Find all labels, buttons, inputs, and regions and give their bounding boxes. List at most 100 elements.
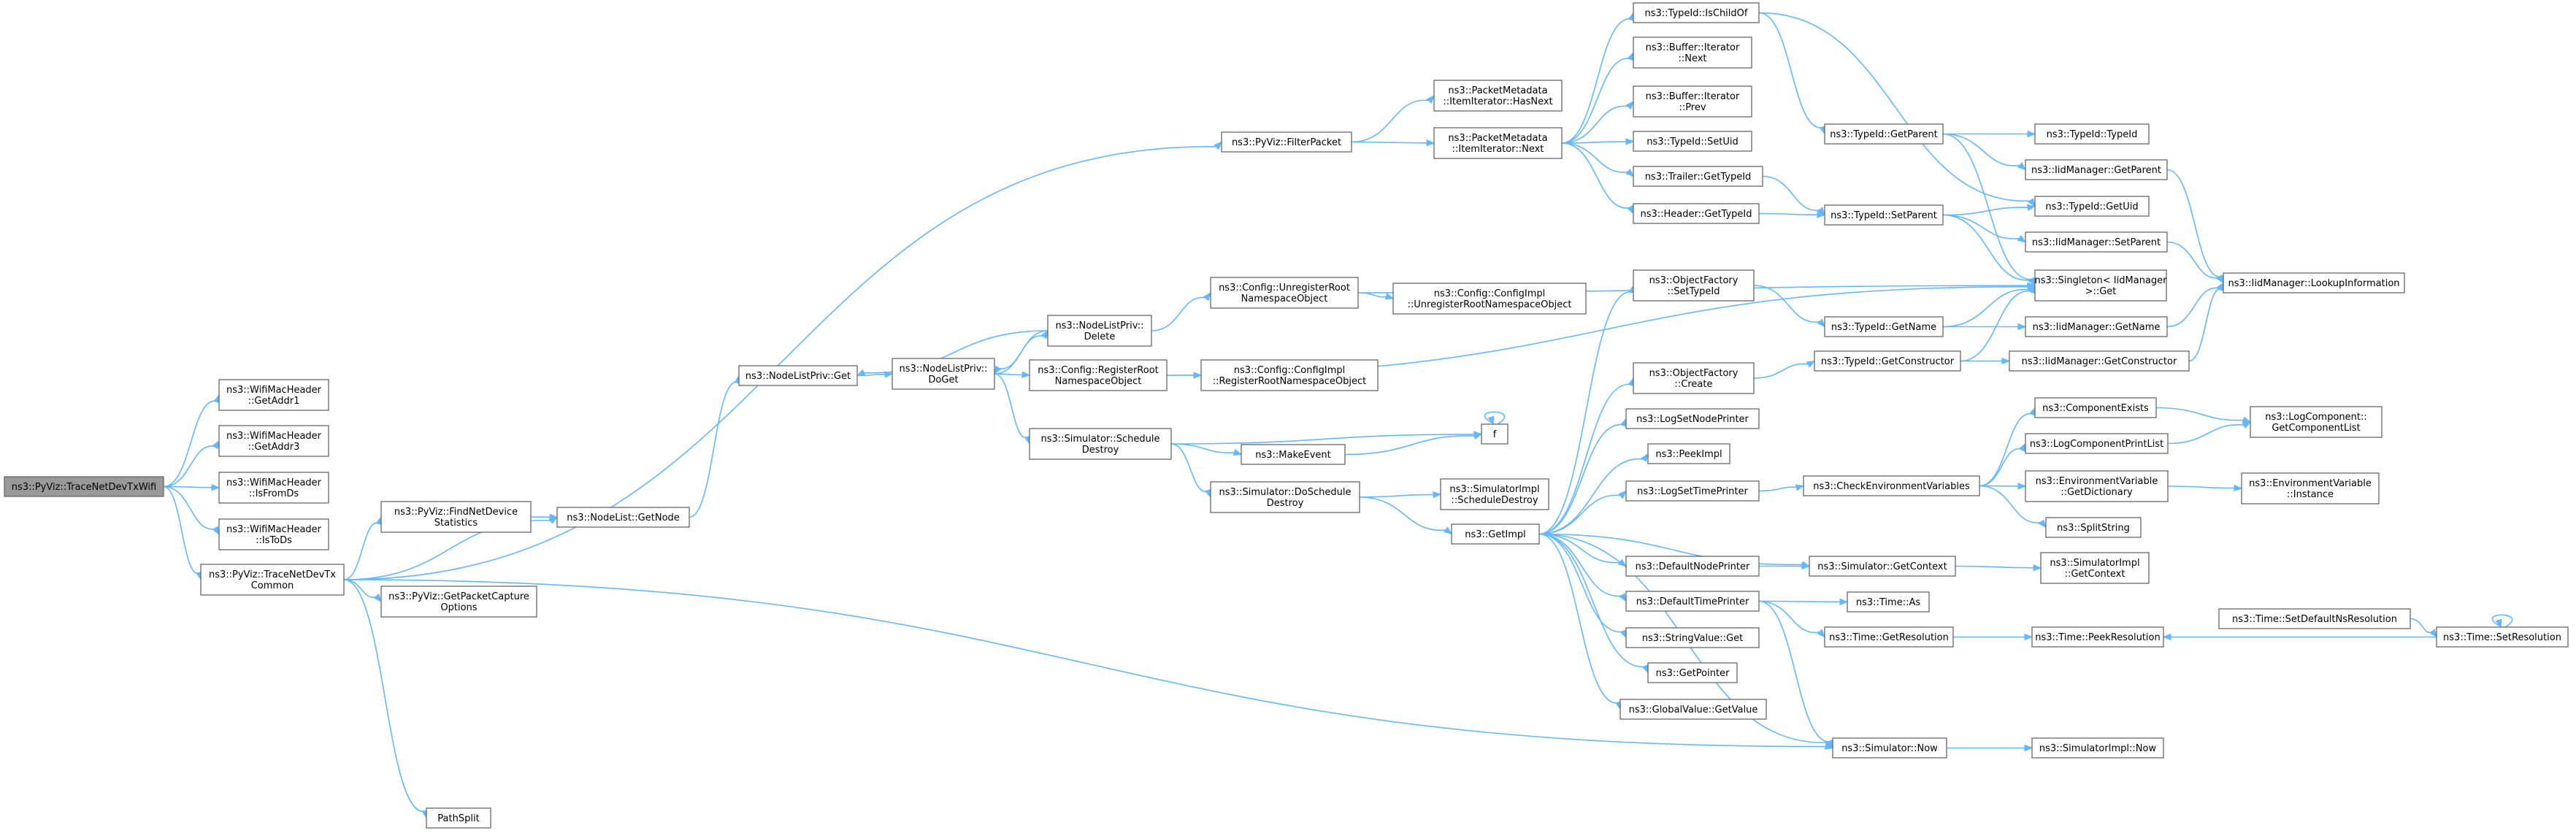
node-label: ns3::PyViz::TraceNetDevTx xyxy=(209,569,336,580)
node-logcompprintlist[interactable]: ns3::LogComponentPrintList xyxy=(2025,433,2169,454)
node-f[interactable]: f xyxy=(1481,423,1509,445)
node-checkenv[interactable]: ns3::CheckEnvironmentVariables xyxy=(1803,475,1980,496)
node-ofsettypeid[interactable]: ns3::ObjectFactory::SetTypeId xyxy=(1633,269,1755,302)
node-root[interactable]: ns3::PyViz::TraceNetDevTxWifi xyxy=(4,476,164,497)
node-logsettimeprinter[interactable]: ns3::LogSetTimePrinter xyxy=(1625,480,1760,502)
node-istods[interactable]: ns3::WifiMacHeader::IsToDs xyxy=(218,518,329,550)
node-globalvalueget[interactable]: ns3::GlobalValue::GetValue xyxy=(1619,699,1767,720)
node-pmiterhasnext[interactable]: ns3::PacketMetadata::ItemIterator::HasNe… xyxy=(1433,80,1563,112)
arrowhead-icon xyxy=(1839,598,1849,606)
node-box xyxy=(2040,552,2150,584)
node-pmiternext[interactable]: ns3::PacketMetadata::ItemIterator::Next xyxy=(1433,127,1563,159)
node-filterpacket[interactable]: ns3::PyViz::FilterPacket xyxy=(1221,131,1352,153)
node-iidlookup[interactable]: ns3::IidManager::LookupInformation xyxy=(2223,272,2405,293)
edge-root-to-addr1 xyxy=(163,394,221,488)
edge-scheddestroy-to-doscheddestroy xyxy=(1170,443,1211,499)
node-label: DoGet xyxy=(928,375,958,385)
node-getpointer[interactable]: ns3::GetPointer xyxy=(1647,662,1738,683)
node-label: ::UnregisterRootNamespaceObject xyxy=(1408,299,1572,310)
node-bufprev[interactable]: ns3::Buffer::Iterator::Prev xyxy=(1633,85,1752,118)
node-cfgunregister[interactable]: ns3::Config::UnregisterRootNamespaceObje… xyxy=(1210,277,1359,309)
arrowhead-icon xyxy=(2234,484,2243,492)
node-typeidgetname[interactable]: ns3::TypeId::GetName xyxy=(1824,316,1944,337)
node-label: ns3::TypeId::GetName xyxy=(1831,322,1936,333)
node-simimplnow[interactable]: ns3::SimulatorImpl::Now xyxy=(2031,737,2164,759)
edge-pmiternext-to-ischildof xyxy=(1561,12,1635,144)
node-trailergettypeid[interactable]: ns3::Trailer::GetTypeId xyxy=(1633,166,1763,187)
node-typeidgetctor[interactable]: ns3::TypeId::GetConstructor xyxy=(1814,350,1961,372)
edge-line xyxy=(1979,485,2042,523)
node-typeidgetuid[interactable]: ns3::TypeId::GetUid xyxy=(2034,196,2150,217)
node-box xyxy=(2025,470,2169,502)
node-compexists[interactable]: ns3::ComponentExists xyxy=(2034,397,2157,418)
node-makeevent[interactable]: ns3::MakeEvent xyxy=(1241,444,1346,465)
node-bufnext[interactable]: ns3::Buffer::Iterator::Next xyxy=(1633,37,1752,69)
arrowhead-icon xyxy=(1473,432,1483,440)
node-label: ::ItemIterator::Next xyxy=(1452,144,1544,155)
node-ischildof[interactable]: ns3::TypeId::IsChildOf xyxy=(1633,2,1760,23)
node-label: ns3::ComponentExists xyxy=(2042,403,2149,414)
node-defaulttimeprinter[interactable]: ns3::DefaultTimePrinter xyxy=(1625,591,1760,612)
node-envgetdict[interactable]: ns3::EnvironmentVariable::GetDictionary xyxy=(2025,470,2169,502)
edge-makeevent-to-f xyxy=(1344,432,1483,456)
node-scheddestroy[interactable]: ns3::Simulator::ScheduleDestroy xyxy=(1029,428,1172,460)
node-ofcreate[interactable]: ns3::ObjectFactory::Create xyxy=(1633,362,1755,394)
node-simgetcontext[interactable]: ns3::Simulator::GetContext xyxy=(1809,556,1956,577)
node-simimplgetcontext[interactable]: ns3::SimulatorImpl::GetContext xyxy=(2040,552,2150,584)
node-envinstance[interactable]: ns3::EnvironmentVariable::Instance xyxy=(2241,472,2380,504)
node-timeas[interactable]: ns3::Time::As xyxy=(1847,591,1930,613)
node-label: ns3::Simulator::DoSchedule xyxy=(1219,487,1351,498)
arrowhead-icon xyxy=(2029,407,2036,416)
node-addr3[interactable]: ns3::WifiMacHeader::GetAddr3 xyxy=(218,425,329,457)
node-logcompgetlist[interactable]: ns3::LogComponent::GetComponentList xyxy=(2250,406,2383,438)
node-settypeidparent[interactable]: ns3::TypeId::SetParent xyxy=(1824,204,1944,226)
node-typeidtypeid[interactable]: ns3::TypeId::TypeId xyxy=(2034,123,2150,145)
node-iidgetctor[interactable]: ns3::IidManager::GetConstructor xyxy=(2009,350,2190,372)
node-pathsplit[interactable]: PathSplit xyxy=(426,807,491,829)
node-timepeekres[interactable]: ns3::Time::PeekResolution xyxy=(2031,626,2164,648)
node-label: GetComponentList xyxy=(2272,423,2360,434)
node-logsetnodeprinter[interactable]: ns3::LogSetNodePrinter xyxy=(1625,408,1760,429)
node-gettypeidparent[interactable]: ns3::TypeId::GetParent xyxy=(1824,123,1944,145)
arrowhead-icon xyxy=(2017,483,2027,490)
node-splitstring[interactable]: ns3::SplitString xyxy=(2045,517,2142,538)
node-cfgimplreg[interactable]: ns3::Config::ConfigImpl::RegisterRootNam… xyxy=(1200,359,1379,391)
node-nodelistgetnode[interactable]: ns3::NodeList::GetNode xyxy=(556,507,690,528)
node-timesetdefault[interactable]: ns3::Time::SetDefaultNsResolution xyxy=(2218,608,2411,629)
node-cfgimplunreg[interactable]: ns3::Config::ConfigImpl::UnregisterRootN… xyxy=(1392,283,1587,315)
node-headergettypeid[interactable]: ns3::Header::GetTypeId xyxy=(1633,203,1760,224)
node-defaultnodeprinter[interactable]: ns3::DefaultNodePrinter xyxy=(1625,556,1760,577)
node-label: ns3::LogComponent:: xyxy=(2265,412,2367,423)
arrowhead-icon xyxy=(1801,562,1811,570)
node-iidgetname[interactable]: ns3::IidManager::GetName xyxy=(2025,316,2168,337)
node-timesetres[interactable]: ns3::Time::SetResolution xyxy=(2436,626,2569,648)
node-simimplscheddestroy[interactable]: ns3::SimulatorImpl::ScheduleDestroy xyxy=(1440,478,1549,510)
node-cfgregister[interactable]: ns3::Config::RegisterRootNamespaceObject xyxy=(1029,359,1168,391)
node-label: ns3::WifiMacHeader xyxy=(226,477,322,488)
node-getimpl[interactable]: ns3::GetImpl xyxy=(1451,523,1540,545)
node-iidgetparent[interactable]: ns3::IidManager::GetParent xyxy=(2025,159,2168,180)
node-setuid[interactable]: ns3::TypeId::SetUid xyxy=(1633,131,1752,152)
node-timegetres[interactable]: ns3::Time::GetResolution xyxy=(1824,626,1954,648)
node-stringvalueget[interactable]: ns3::StringValue::Get xyxy=(1625,627,1760,648)
edge-defaulttimeprinter-to-timeas xyxy=(1758,598,1849,606)
node-nlprivget[interactable]: ns3::NodeListPriv::Get xyxy=(738,365,858,386)
edge-checkenv-to-logcompprintlist xyxy=(1979,442,2026,487)
edge-line xyxy=(1538,494,1622,535)
node-isfromds[interactable]: ns3::WifiMacHeader::IsFromDs xyxy=(218,472,329,504)
edge-typeidgetctor-to-iidgetctor xyxy=(1960,357,2011,365)
node-nlprivdelete[interactable]: ns3::NodeListPriv::Delete xyxy=(1047,315,1152,347)
node-iidsetparent[interactable]: ns3::IidManager::SetParent xyxy=(2025,231,2168,253)
node-singletonget[interactable]: ns3::Singleton< IidManager >::Get xyxy=(2034,269,2167,302)
node-peekimpl[interactable]: ns3::PeekImpl xyxy=(1647,443,1730,464)
node-addr1[interactable]: ns3::WifiMacHeader::GetAddr1 xyxy=(218,379,329,411)
edge-line xyxy=(1561,18,1632,144)
node-simnow[interactable]: ns3::Simulator::Now xyxy=(1832,737,1947,759)
node-nlprivdoget[interactable]: ns3::NodeListPriv::DoGet xyxy=(892,358,995,390)
edge-cfgunregister-to-cfgimplunreg xyxy=(1357,292,1395,300)
